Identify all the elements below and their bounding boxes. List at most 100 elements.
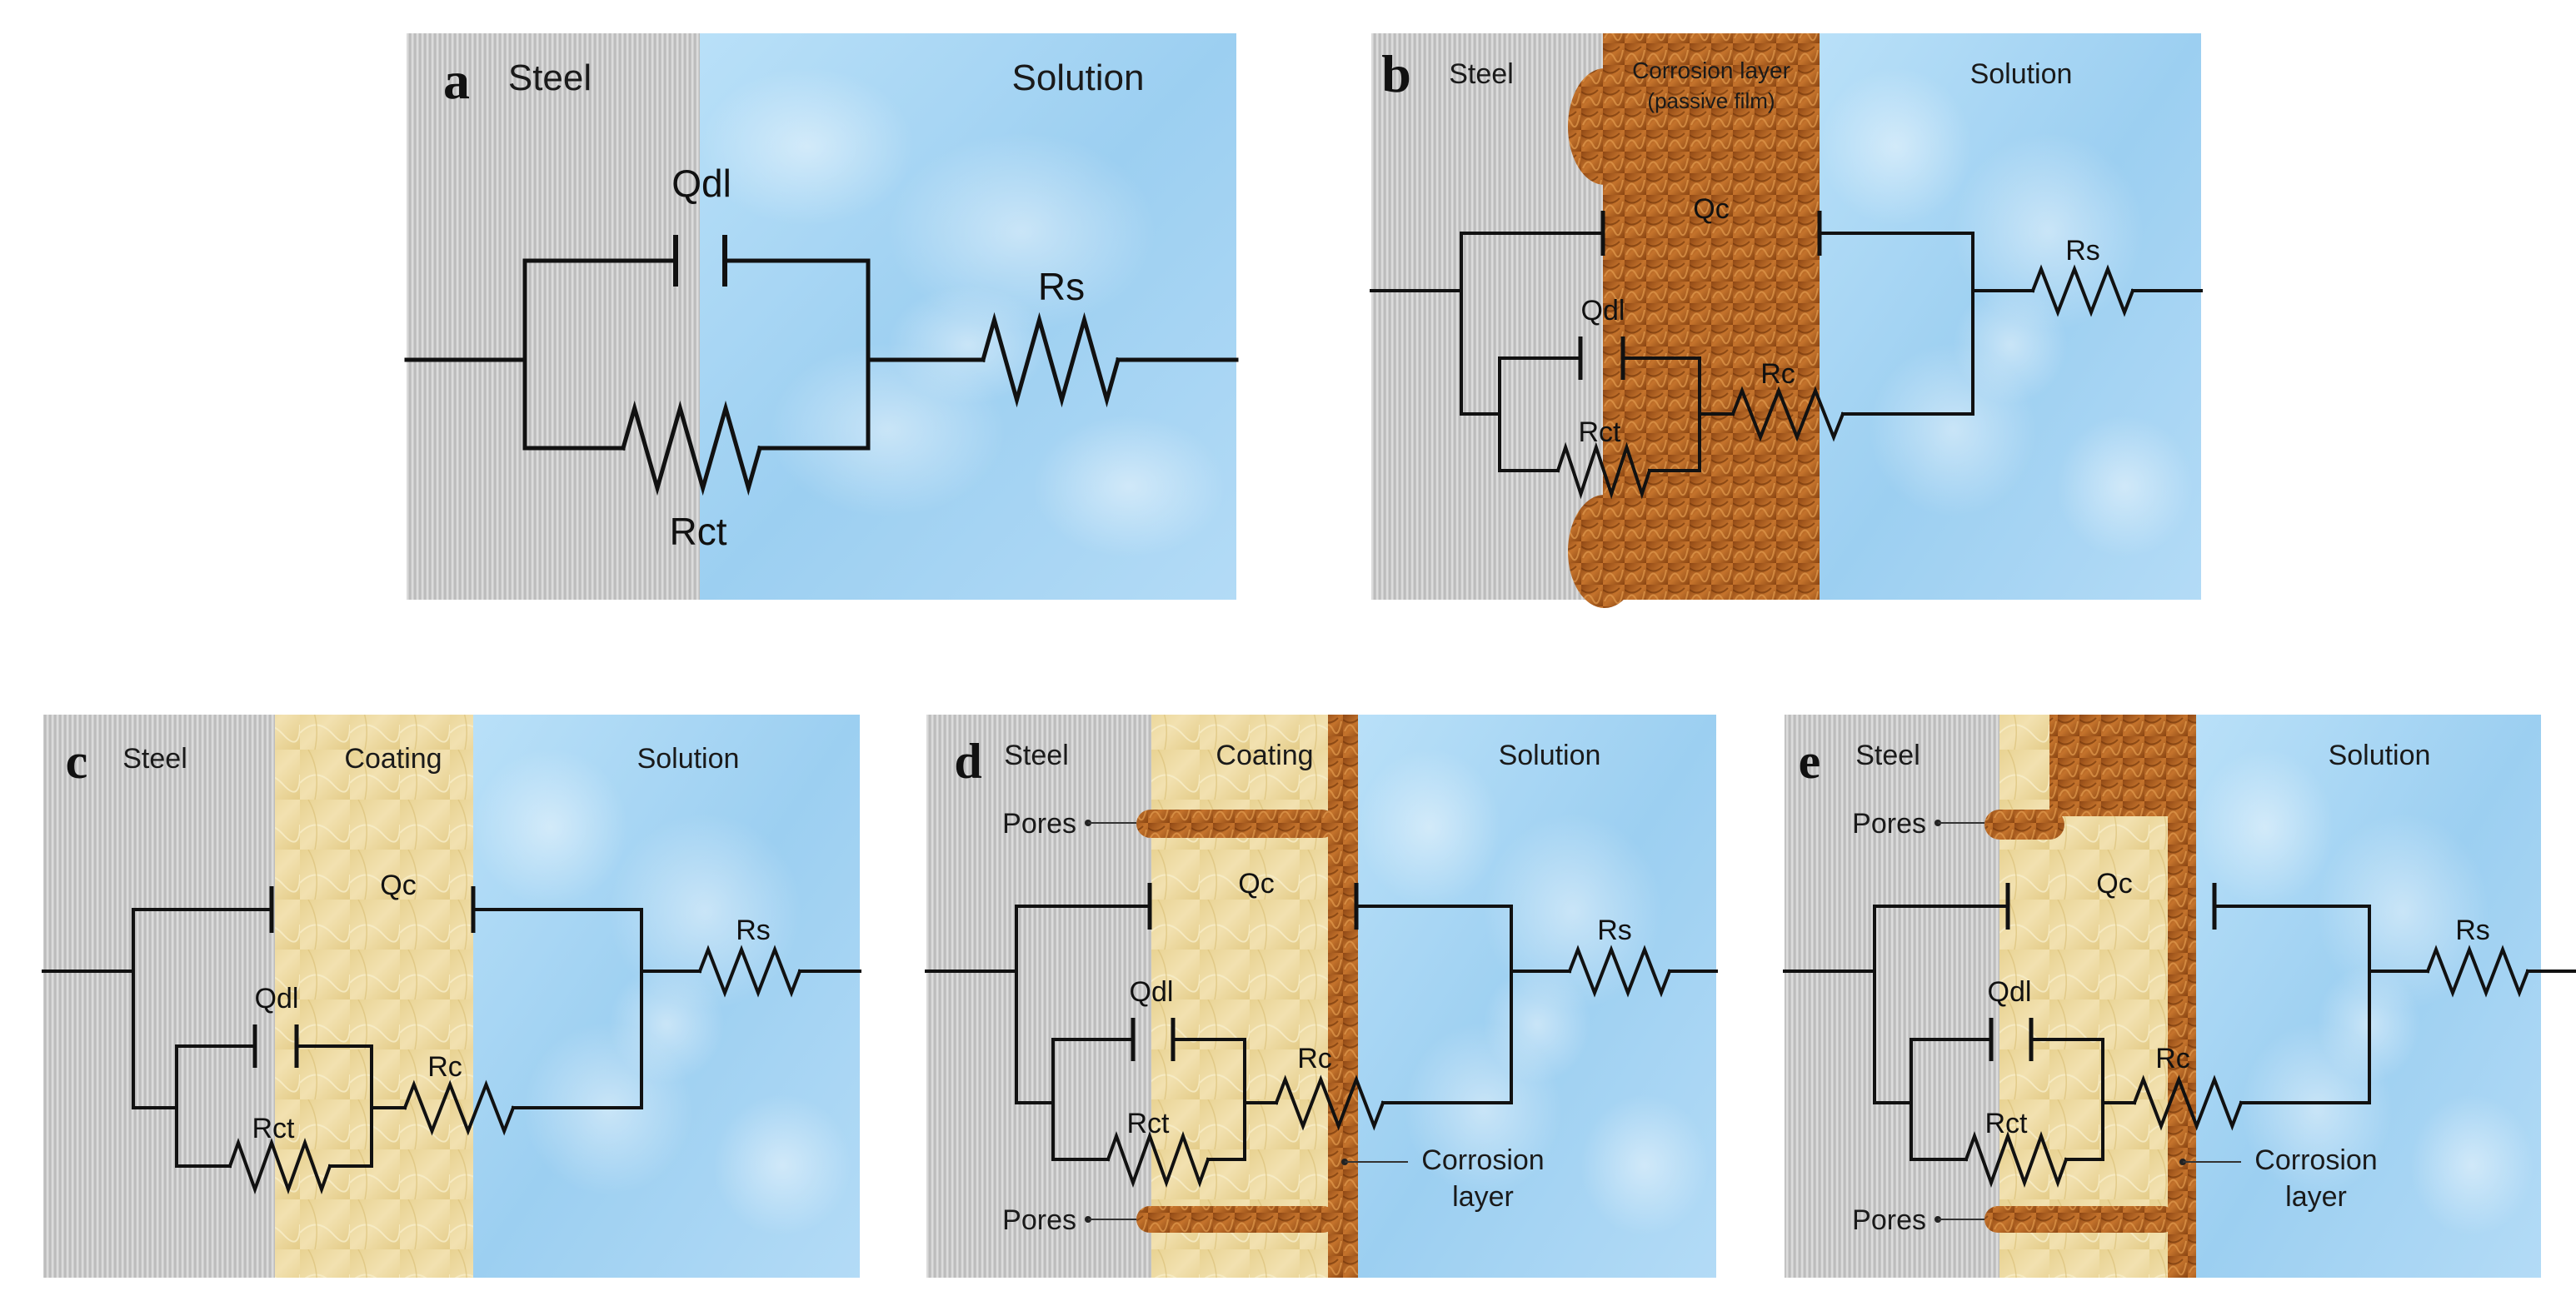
pores-top-label: Pores — [1852, 808, 1926, 840]
qc-label: Qc — [380, 870, 416, 901]
rct-label: Rct — [670, 510, 727, 553]
panel-letter: c — [66, 734, 88, 789]
steel-label: Steel — [122, 743, 187, 775]
wire-inner-left — [1015, 1038, 1055, 1161]
solution-ripple — [1483, 813, 1663, 1010]
rs-label: Rs — [736, 915, 771, 946]
solution-ripple — [887, 132, 1156, 331]
wire-qc-right — [472, 908, 643, 1109]
rc-label: Rc — [2155, 1043, 2190, 1074]
qc-label: Qc — [1238, 868, 1274, 900]
corrosion-label-line1: Corrosion — [1421, 1144, 1544, 1176]
panel-letter: a — [443, 51, 470, 110]
wire-qc-right — [1355, 905, 1513, 1104]
solution-ripple — [712, 1094, 852, 1236]
wire-inner-left — [1460, 356, 1501, 472]
wire-inner-left — [1873, 1038, 1913, 1161]
rct-label: Rct — [1579, 416, 1622, 448]
corrosion-region — [1603, 33, 1820, 600]
corrosion-label-line2: layer — [1452, 1181, 1514, 1213]
rs-label: Rs — [2455, 915, 2490, 946]
wire-qdl-right — [2029, 1038, 2104, 1161]
corrosion-label: Corrosion layer — [1632, 57, 1790, 83]
rct-resistor — [227, 1138, 332, 1194]
panel-letter: e — [1799, 734, 1821, 789]
solution-ripple — [1953, 285, 2068, 405]
rc-resistor — [402, 1079, 516, 1136]
rct-resistor — [1106, 1131, 1211, 1188]
steel-region — [407, 33, 700, 600]
pores-bottom-label: Pores — [1002, 1204, 1076, 1236]
wire-qdl-right — [1621, 356, 1701, 472]
solution-ripple — [1483, 965, 1591, 1084]
solution-ripple — [1953, 132, 2144, 331]
solution-ripple — [1358, 748, 1501, 906]
rct-label: Rct — [1985, 1108, 2029, 1139]
solution-ripple — [2196, 748, 2334, 906]
corrosion-label-line2: layer — [2285, 1181, 2347, 1213]
solution-ripple — [608, 813, 802, 1010]
pore-channel-top — [1136, 810, 1336, 838]
pores-top-label: Pores — [1002, 808, 1076, 840]
qdl-label: Qdl — [1130, 976, 1174, 1008]
rc-resistor — [2132, 1074, 2244, 1131]
qc-label: Qc — [2096, 868, 2132, 900]
solution-ripple — [473, 748, 628, 906]
solution-ripple — [2055, 415, 2194, 558]
steel-label: Steel — [1855, 740, 1920, 771]
rc-label: Rc — [1297, 1043, 1332, 1074]
solution-ripple — [1032, 415, 1226, 558]
rs-resistor — [2425, 945, 2530, 998]
corrosion-region — [2168, 715, 2196, 1278]
qdl-label: Qdl — [1581, 295, 1625, 327]
pore-channel-top — [1984, 810, 2064, 840]
rs-resistor — [980, 312, 1121, 408]
wire-qdl-right — [295, 1044, 373, 1168]
pore-channel-bottom — [1136, 1206, 1336, 1233]
rc-resistor — [1274, 1074, 1385, 1131]
rs-label: Rs — [2065, 235, 2100, 267]
rc-label: Rc — [1760, 358, 1795, 390]
solution-ripple — [700, 67, 915, 227]
qdl-label: Qdl — [1988, 976, 2032, 1008]
rs-resistor — [697, 945, 802, 998]
corrosion-cap — [2049, 715, 2168, 816]
rs-resistor — [2030, 264, 2135, 317]
steel-region — [1785, 715, 1999, 1278]
solution-label: Solution — [2329, 740, 2431, 771]
wire-qc-right — [1818, 232, 1974, 416]
coating-region — [275, 715, 473, 1278]
qc-label: Qc — [1693, 193, 1729, 225]
wire-left — [1783, 905, 1876, 1104]
steel-label: Steel — [1449, 58, 1514, 90]
solution-ripple — [1580, 1094, 1710, 1236]
coating-label: Coating — [344, 743, 442, 775]
qdl-label: Qdl — [671, 162, 731, 205]
solution-ripple — [2316, 813, 2489, 1010]
rct-resistor — [620, 400, 763, 496]
panel-letter: d — [954, 734, 981, 789]
rs-resistor — [1567, 945, 1672, 998]
rct-label: Rct — [252, 1113, 296, 1144]
solution-ripple — [2409, 1094, 2534, 1236]
rct-resistor — [1555, 441, 1652, 500]
solution-label: Solution — [1499, 740, 1601, 771]
rct-resistor — [1964, 1131, 2069, 1188]
pores-bottom-label: Pores — [1852, 1204, 1926, 1236]
corrosion-label-line1: Corrosion — [2254, 1144, 2377, 1176]
coating-label: Coating — [1216, 740, 1313, 771]
wire-left — [1370, 232, 1463, 416]
wire-left — [925, 905, 1018, 1104]
steel-region — [1371, 33, 1603, 600]
solution-ripple — [887, 285, 1049, 405]
rc-resistor — [1730, 386, 1845, 442]
rct-label: Rct — [1127, 1108, 1171, 1139]
solution-ripple — [608, 965, 725, 1084]
solution-label: Solution — [637, 743, 740, 775]
corrosion-sublabel: (passive film) — [1647, 88, 1775, 113]
